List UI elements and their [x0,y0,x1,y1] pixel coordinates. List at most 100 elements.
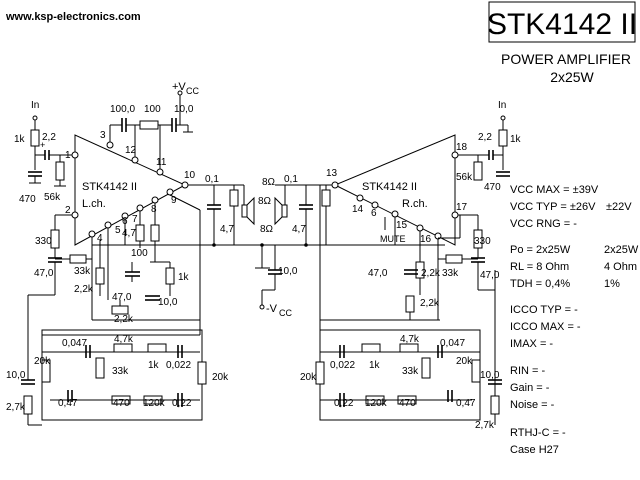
svg-text:0,47: 0,47 [58,398,78,409]
svg-text:12: 12 [125,145,137,156]
svg-text:+: + [40,140,45,150]
left-bias-network: 4,7 100 47,0 1k 10,0 2,2k [107,203,190,325]
svg-text:0,1: 0,1 [284,174,298,185]
svg-text:2,7k: 2,7k [475,420,495,431]
left-chip-label: STK4142 II [82,181,137,193]
svg-text:20k: 20k [456,356,473,367]
svg-text:33k: 33k [112,366,129,377]
svg-text:10,0: 10,0 [278,266,298,277]
spec-vcc-typ: VCC TYP = ±26V [510,201,596,213]
svg-text:56k: 56k [44,192,61,203]
svg-text:100: 100 [144,104,161,115]
svg-text:4,7k: 4,7k [400,334,420,345]
svg-text:5: 5 [115,225,121,236]
svg-text:20k: 20k [300,372,317,383]
left-input-section: In 1k + 2,2 470 56k [14,100,72,205]
svg-text:4,7k: 4,7k [114,334,134,345]
svg-text:1k: 1k [178,272,190,283]
left-tone-network: 0,047 4,7k 1k 0,022 20k 20k 33k 0,47 470… [6,329,229,426]
svg-text:1k: 1k [510,134,522,145]
svg-text:2,2k: 2,2k [421,268,441,279]
spec-rthj: RTHJ-C = - [510,427,566,439]
left-feedback-network: 330 47,0 33k 2,2k [34,214,105,320]
svg-text:33k: 33k [442,268,459,279]
right-input-section: In 1k 2,2 470 56k [456,100,522,193]
spec-gain: Gain = - [510,382,550,394]
right-feedback-network: 330 47,0 33k MUTE 2,2k 47,0 2,2k [368,214,500,320]
svg-text:7: 7 [132,214,138,225]
svg-text:2: 2 [65,205,71,216]
svg-text:2,2k: 2,2k [420,298,440,309]
spec-icco-max: ICCO MAX = - [510,321,581,333]
svg-text:8Ω: 8Ω [260,224,274,235]
svg-text:4: 4 [97,233,103,244]
svg-text:4,7: 4,7 [220,224,234,235]
spec-tdh-alt: 1% [604,278,620,290]
svg-text:47,0: 47,0 [112,292,132,303]
right-output-stage: 0,1 4,7 8Ω [262,174,332,240]
svg-text:120k: 120k [143,398,166,409]
spec-po-alt: 2x25W [604,244,639,256]
svg-text:20k: 20k [34,356,51,367]
svg-text:3: 3 [100,130,106,141]
svg-text:8Ω: 8Ω [258,196,272,207]
svg-text:10,0: 10,0 [158,297,178,308]
spec-imax: IMAX = - [510,338,553,350]
svg-text:0,022: 0,022 [166,360,191,371]
spec-tdh: TDH = 0,4% [510,278,570,290]
svg-text:-V: -V [266,303,278,315]
model-title: STK4142 II [487,8,637,41]
svg-text:17: 17 [456,202,468,213]
svg-text:0,047: 0,047 [440,338,465,349]
svg-text:330: 330 [474,236,491,247]
svg-text:10,0: 10,0 [6,370,26,381]
spec-case: Case H27 [510,444,559,456]
left-bootstrap-network: 100,0 100 10,0 +V CC [109,81,199,169]
left-channel-label: L.ch. [82,198,106,210]
subtitle-power: POWER AMPLIFIER [501,51,631,67]
svg-text:10,0: 10,0 [174,104,194,115]
svg-text:330: 330 [35,236,52,247]
spec-vcc-rng: VCC RNG = - [510,218,577,230]
svg-text:2,2: 2,2 [478,132,492,143]
svg-text:0,22: 0,22 [172,398,192,409]
ground-bus: 10,0 -V CC [92,240,445,318]
svg-text:15: 15 [396,220,408,231]
svg-text:120k: 120k [365,398,388,409]
svg-text:8Ω: 8Ω [262,177,276,188]
right-pin-numbers: 13 14 15 6 16 17 18 [326,142,468,245]
svg-text:11: 11 [156,157,167,168]
spec-vcc-max: VCC MAX = ±39V [510,184,599,196]
svg-text:16: 16 [420,234,432,245]
svg-text:CC: CC [279,308,292,318]
svg-text:47,0: 47,0 [368,268,388,279]
svg-text:18: 18 [456,142,468,153]
svg-text:+V: +V [172,81,186,93]
spec-po: Po = 2x25W [510,244,571,256]
svg-text:2,7k: 2,7k [6,402,26,413]
svg-text:0,047: 0,047 [62,338,87,349]
svg-text:MUTE: MUTE [380,234,406,244]
svg-text:100,0: 100,0 [110,104,135,115]
svg-text:10,0: 10,0 [480,370,500,381]
svg-text:1k: 1k [148,360,160,371]
svg-text:13: 13 [326,168,338,179]
right-chip-label: STK4142 II [362,181,417,193]
svg-text:20k: 20k [212,372,229,383]
svg-text:0,22: 0,22 [334,398,354,409]
svg-text:2,2: 2,2 [42,132,56,143]
svg-text:56k: 56k [456,172,473,183]
spec-rl-alt: 4 Ohm [604,261,637,273]
svg-text:33k: 33k [402,366,419,377]
svg-text:2,2k: 2,2k [74,284,94,295]
spec-icco-typ: ICCO TYP = - [510,304,578,316]
svg-text:100: 100 [131,248,148,259]
left-amplifier-triangle [74,134,187,246]
svg-text:470: 470 [484,182,501,193]
spec-rin: RIN = - [510,365,545,377]
svg-text:CC: CC [186,86,199,96]
svg-text:0,47: 0,47 [456,398,476,409]
svg-text:0,1: 0,1 [205,174,219,185]
svg-text:9: 9 [171,195,177,206]
